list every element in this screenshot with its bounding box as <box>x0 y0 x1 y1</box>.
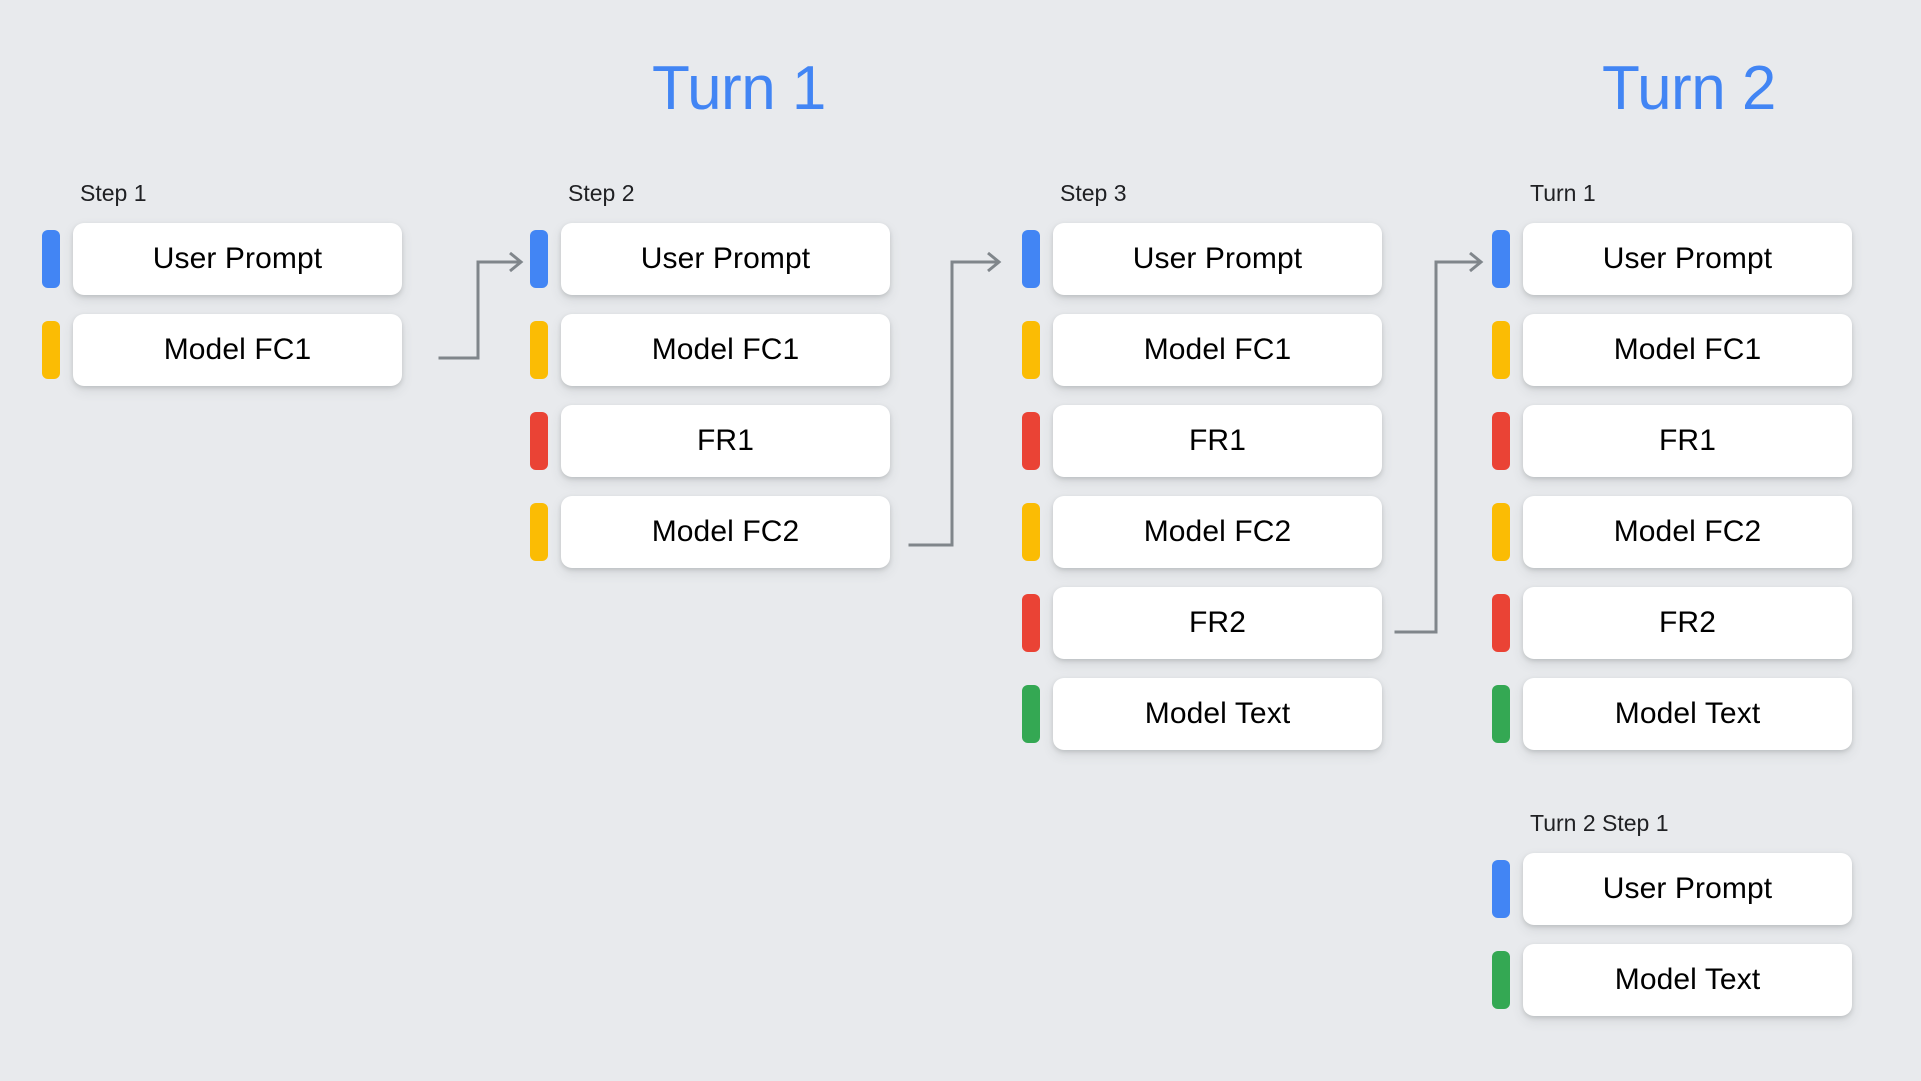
card-user-prompt[interactable]: User Prompt <box>561 223 890 295</box>
card-model-fc1[interactable]: Model FC1 <box>1523 314 1852 386</box>
list-item[interactable]: Model Text <box>1022 678 1382 750</box>
list-item[interactable]: FR1 <box>530 405 890 477</box>
status-bar-red-icon <box>530 412 548 470</box>
card-model-fc1[interactable]: Model FC1 <box>1053 314 1382 386</box>
status-bar-green-icon <box>1492 951 1510 1009</box>
list-item[interactable]: Model FC1 <box>1492 314 1852 386</box>
list-item[interactable]: Model FC2 <box>1022 496 1382 568</box>
list-item[interactable]: Model Text <box>1492 678 1852 750</box>
status-bar-blue-icon <box>1022 230 1040 288</box>
column-label-step-3: Step 3 <box>1060 180 1127 206</box>
card-model-fc1[interactable]: Model FC1 <box>561 314 890 386</box>
list-item[interactable]: FR2 <box>1492 587 1852 659</box>
column-label-turn-1: Turn 1 <box>1530 180 1596 206</box>
card-fr2[interactable]: FR2 <box>1523 587 1852 659</box>
card-model-fc2[interactable]: Model FC2 <box>1053 496 1382 568</box>
column-step-2: Step 2 User Prompt Model FC1 FR1 Model F… <box>530 182 890 568</box>
card-model-fc2[interactable]: Model FC2 <box>1523 496 1852 568</box>
list-item[interactable]: User Prompt <box>1022 223 1382 295</box>
list-item[interactable]: Model FC1 <box>42 314 402 386</box>
status-bar-blue-icon <box>42 230 60 288</box>
card-model-text[interactable]: Model Text <box>1523 678 1852 750</box>
turn-2-heading: Turn 2 <box>1602 54 1776 123</box>
list-item[interactable]: User Prompt <box>42 223 402 295</box>
rows-step-2: User Prompt Model FC1 FR1 Model FC2 <box>530 223 890 568</box>
connector-arrow-step2-to-step3 <box>908 251 1002 547</box>
status-bar-yellow-icon <box>1022 503 1040 561</box>
status-bar-red-icon <box>1022 412 1040 470</box>
turn-1-heading: Turn 1 <box>652 54 826 123</box>
list-item[interactable]: Model FC1 <box>1022 314 1382 386</box>
status-bar-red-icon <box>1492 412 1510 470</box>
status-bar-green-icon <box>1022 685 1040 743</box>
rows-step-1: User Prompt Model FC1 <box>42 223 402 386</box>
rows-turn-2-step-1: User Prompt Model Text <box>1492 853 1852 1016</box>
status-bar-yellow-icon <box>1492 321 1510 379</box>
rows-turn-1-history: User Prompt Model FC1 FR1 Model FC2 FR2 … <box>1492 223 1852 750</box>
status-bar-red-icon <box>1022 594 1040 652</box>
status-bar-blue-icon <box>530 230 548 288</box>
rows-step-3: User Prompt Model FC1 FR1 Model FC2 FR2 … <box>1022 223 1382 750</box>
status-bar-yellow-icon <box>1022 321 1040 379</box>
card-user-prompt[interactable]: User Prompt <box>1523 223 1852 295</box>
list-item[interactable]: Model FC1 <box>530 314 890 386</box>
card-fr2[interactable]: FR2 <box>1053 587 1382 659</box>
list-item[interactable]: FR2 <box>1022 587 1382 659</box>
status-bar-blue-icon <box>1492 230 1510 288</box>
column-turn-1-history: Turn 1 User Prompt Model FC1 FR1 Model F… <box>1492 182 1852 750</box>
status-bar-yellow-icon <box>530 321 548 379</box>
card-model-text[interactable]: Model Text <box>1523 944 1852 1016</box>
card-model-text[interactable]: Model Text <box>1053 678 1382 750</box>
column-label-step-2: Step 2 <box>568 180 635 206</box>
list-item[interactable]: User Prompt <box>530 223 890 295</box>
card-model-fc1[interactable]: Model FC1 <box>73 314 402 386</box>
column-label-step-1: Step 1 <box>80 180 147 206</box>
card-user-prompt[interactable]: User Prompt <box>1053 223 1382 295</box>
status-bar-red-icon <box>1492 594 1510 652</box>
list-item[interactable]: Model FC2 <box>530 496 890 568</box>
status-bar-yellow-icon <box>42 321 60 379</box>
column-turn-2-step-1: Turn 2 Step 1 User Prompt Model Text <box>1492 812 1852 1016</box>
list-item[interactable]: Model FC2 <box>1492 496 1852 568</box>
list-item[interactable]: Model Text <box>1492 944 1852 1016</box>
card-fr1[interactable]: FR1 <box>561 405 890 477</box>
status-bar-green-icon <box>1492 685 1510 743</box>
connector-arrow-step3-to-turn1 <box>1394 251 1484 634</box>
card-model-fc2[interactable]: Model FC2 <box>561 496 890 568</box>
status-bar-yellow-icon <box>1492 503 1510 561</box>
list-item[interactable]: User Prompt <box>1492 853 1852 925</box>
column-step-3: Step 3 User Prompt Model FC1 FR1 Model F… <box>1022 182 1382 750</box>
list-item[interactable]: User Prompt <box>1492 223 1852 295</box>
card-user-prompt[interactable]: User Prompt <box>1523 853 1852 925</box>
status-bar-yellow-icon <box>530 503 548 561</box>
column-step-1: Step 1 User Prompt Model FC1 <box>42 182 402 386</box>
list-item[interactable]: FR1 <box>1492 405 1852 477</box>
connector-arrow-step1-to-step2 <box>438 251 524 360</box>
card-user-prompt[interactable]: User Prompt <box>73 223 402 295</box>
status-bar-blue-icon <box>1492 860 1510 918</box>
card-fr1[interactable]: FR1 <box>1523 405 1852 477</box>
card-fr1[interactable]: FR1 <box>1053 405 1382 477</box>
list-item[interactable]: FR1 <box>1022 405 1382 477</box>
column-label-turn-2-step-1: Turn 2 Step 1 <box>1530 810 1669 836</box>
